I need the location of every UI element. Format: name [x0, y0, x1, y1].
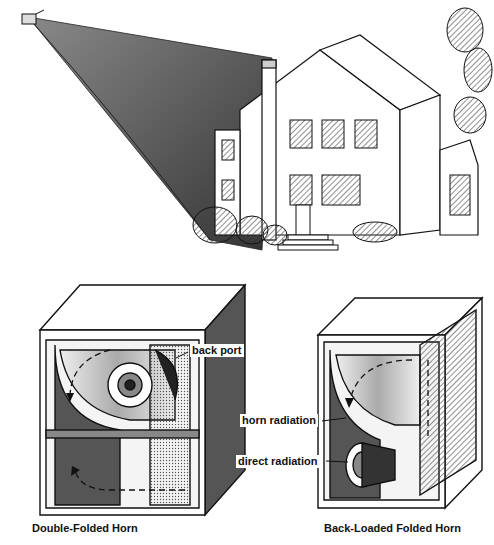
figure-caption: Back-Loaded Folded Horn — [322, 522, 463, 535]
part-label: horn radiation — [240, 414, 318, 427]
part-label: direct radiation — [236, 455, 319, 468]
figure-caption: Double-Folded Horn — [30, 522, 140, 535]
part-label: back port — [190, 344, 244, 357]
